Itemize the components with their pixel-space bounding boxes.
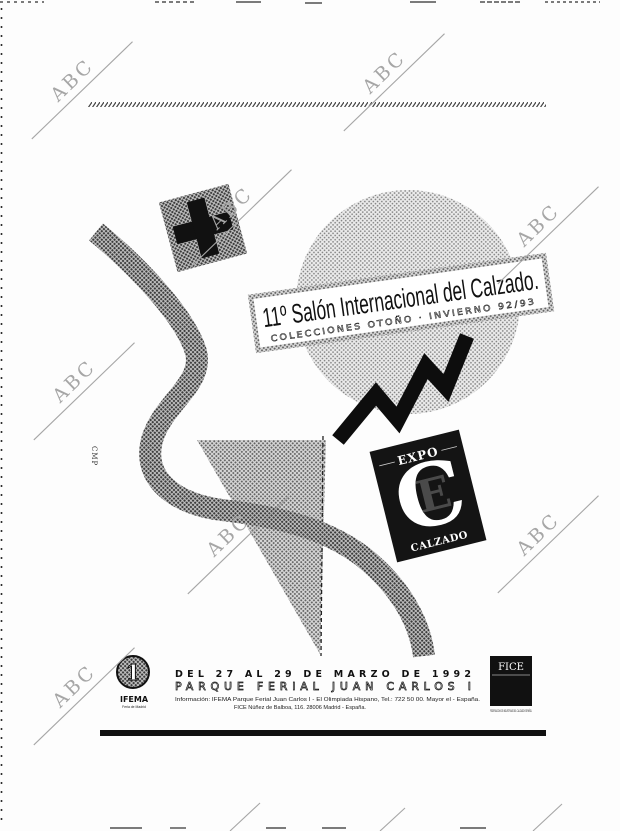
plus-sign-icon xyxy=(158,183,248,273)
expo-calzado-logo: EXPO C E CALZADO xyxy=(369,429,487,563)
abc-watermark: ABC xyxy=(497,495,599,594)
ifema-logo: 1 IFEMA Feria de Madrid xyxy=(116,655,150,709)
agency-credit: CMP xyxy=(90,446,98,466)
abc-watermark-text: ABC xyxy=(512,508,565,560)
triangle-dashed-edge xyxy=(320,435,324,657)
event-info: Información: IFEMA Parque Ferial Juan Ca… xyxy=(175,697,481,703)
wavy-band xyxy=(89,223,435,658)
ifema-logo-name: IFEMA xyxy=(120,695,149,704)
abc-watermark-text: ABC xyxy=(48,660,101,712)
fice-logo-tagline: FEDERACION DE INDUSTRIAS DEL CALZADO ESP… xyxy=(490,708,532,713)
fice-address: FICE Núñez de Balboa, 116. 28006 Madrid … xyxy=(234,705,366,711)
ifema-logo-tagline: Feria de Madrid xyxy=(122,705,146,709)
abc-watermark: ABC xyxy=(31,41,133,140)
abc-watermark: ABC xyxy=(343,33,445,132)
abc-watermark-text: ABC xyxy=(48,355,101,407)
bottom-black-bar xyxy=(100,730,546,736)
abc-watermark: ABC xyxy=(33,342,135,441)
abc-watermark-text: ABC xyxy=(46,54,99,106)
abc-watermark: ABC xyxy=(33,647,135,746)
abc-watermark-text: ABC xyxy=(358,46,411,98)
fice-logo-name: FICE xyxy=(498,662,524,673)
ifema-logo-mark: 1 xyxy=(126,660,141,685)
event-venue: PARQUE FERIAL JUAN CARLOS I xyxy=(175,680,471,693)
event-dates: DEL 27 AL 29 DE MARZO DE 1992 xyxy=(175,669,471,680)
abc-watermark-text: ABC xyxy=(512,199,565,251)
scan-edge-marks xyxy=(0,1,600,831)
shoe-fair-advertisement: 11º Salón Internacional del Calzado. COL… xyxy=(89,183,555,736)
halftone-rule xyxy=(88,102,546,107)
halftone-triangle xyxy=(197,440,326,654)
watermark-layer: ABC ABC ABC ABC ABC ABC ABC ABC xyxy=(31,33,599,746)
fice-logo: FICE FEDERACION DE INDUSTRIAS DEL CALZAD… xyxy=(490,656,532,713)
zigzag-icon xyxy=(332,333,474,445)
